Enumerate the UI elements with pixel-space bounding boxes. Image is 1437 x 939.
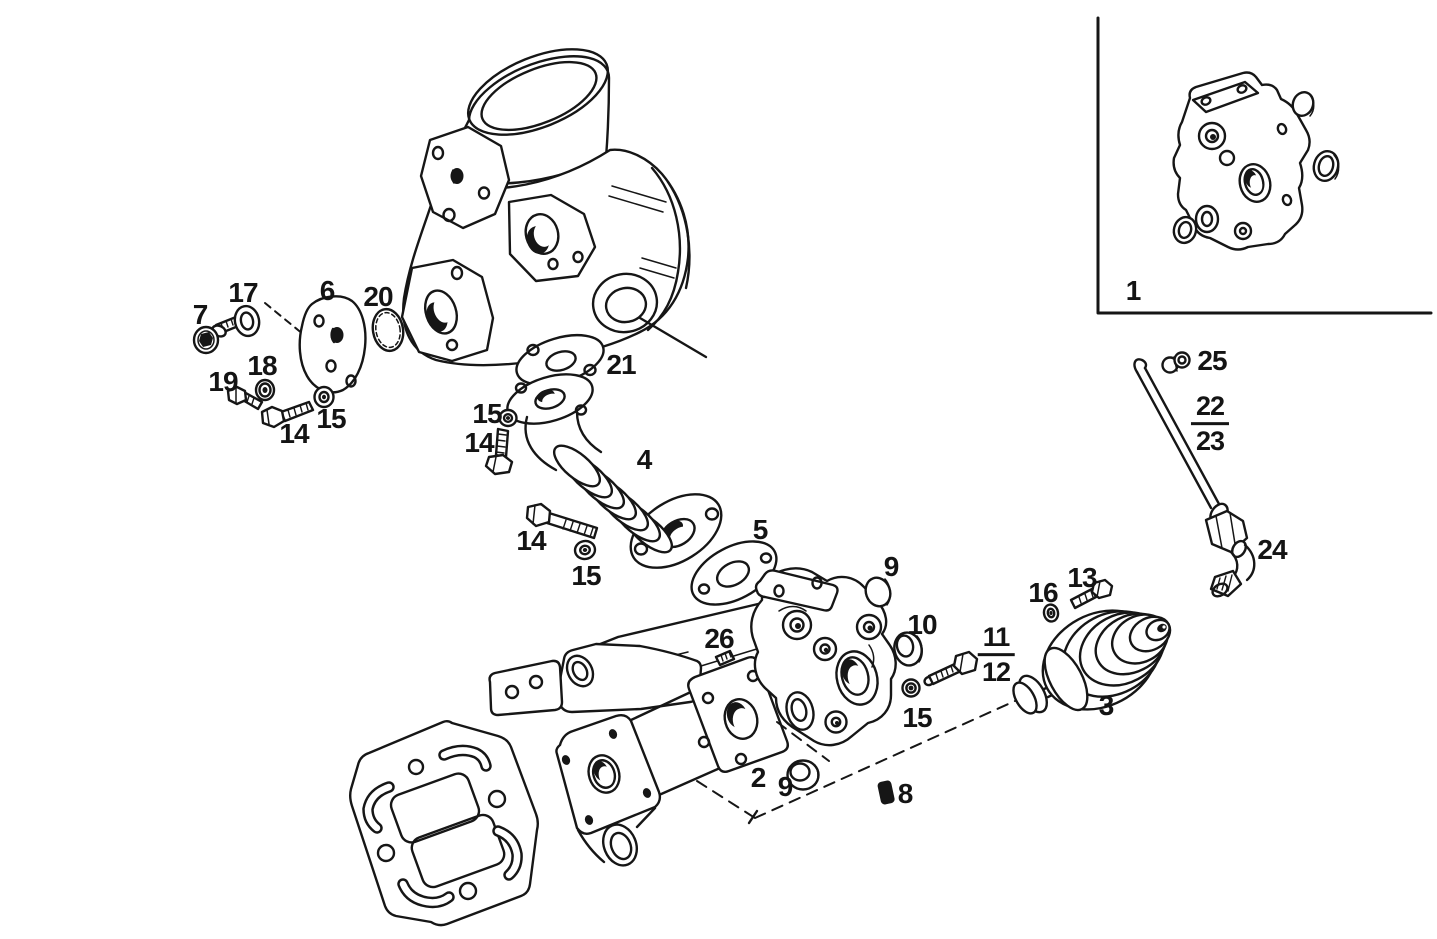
gasket-ring-20: [371, 307, 405, 353]
cup-plug-9-upper: [864, 576, 892, 608]
bolt-14-upper: [484, 427, 514, 476]
inset-part-body: [1172, 71, 1311, 251]
turbo-housing: [400, 48, 708, 367]
plug-8: [877, 780, 895, 805]
leader-line-21: [638, 316, 708, 359]
manifold-slots: [362, 744, 523, 909]
inset-plug: [1291, 91, 1315, 117]
gasket-21: [515, 333, 605, 387]
elbow-union-24: [1204, 502, 1256, 598]
valve-base-rim: [1043, 646, 1089, 712]
flex-pipe-bellows: [553, 444, 673, 554]
seal-10: [893, 631, 923, 667]
inset-seal-ring-right: [1312, 149, 1340, 183]
washer-17: [233, 304, 261, 338]
manifold-bracket: [555, 642, 703, 714]
valve-body-bracket: [754, 569, 839, 612]
inset-panel: [1096, 16, 1433, 315]
bolt-14-left: [260, 400, 315, 429]
valve-body: [750, 567, 897, 747]
bolt-14-lower: [525, 502, 599, 540]
manifold-small-plate: [488, 659, 564, 717]
washer-16: [1042, 603, 1060, 623]
turbo-left-flange: [419, 125, 511, 230]
washer-15-left: [313, 385, 335, 409]
clamp-25: [1161, 351, 1191, 374]
pressure-valve-3: [1012, 609, 1172, 715]
seal-ring-9-lower: [786, 759, 820, 791]
washer-15-right: [901, 678, 921, 698]
bolt-19: [226, 385, 264, 411]
inset-seal-ring-left: [1172, 215, 1198, 245]
inset-box-border: [1096, 16, 1433, 315]
cover-plate-6: [298, 295, 367, 394]
bolt-13: [1069, 578, 1114, 610]
bolt-11-12: [923, 650, 979, 687]
flex-pipe-4: [506, 373, 723, 569]
spring-pin-26: [714, 649, 736, 667]
control-pipe-22-23: [1133, 358, 1221, 510]
washer-15-lower: [573, 539, 597, 561]
nut-18: [254, 378, 276, 402]
manifold-port-upper: [389, 772, 481, 844]
manifold-flange: [349, 720, 539, 927]
assembly-leader-lines: [696, 695, 1027, 825]
washer-15-upper: [498, 408, 518, 428]
exhaust-manifold: [349, 602, 765, 927]
